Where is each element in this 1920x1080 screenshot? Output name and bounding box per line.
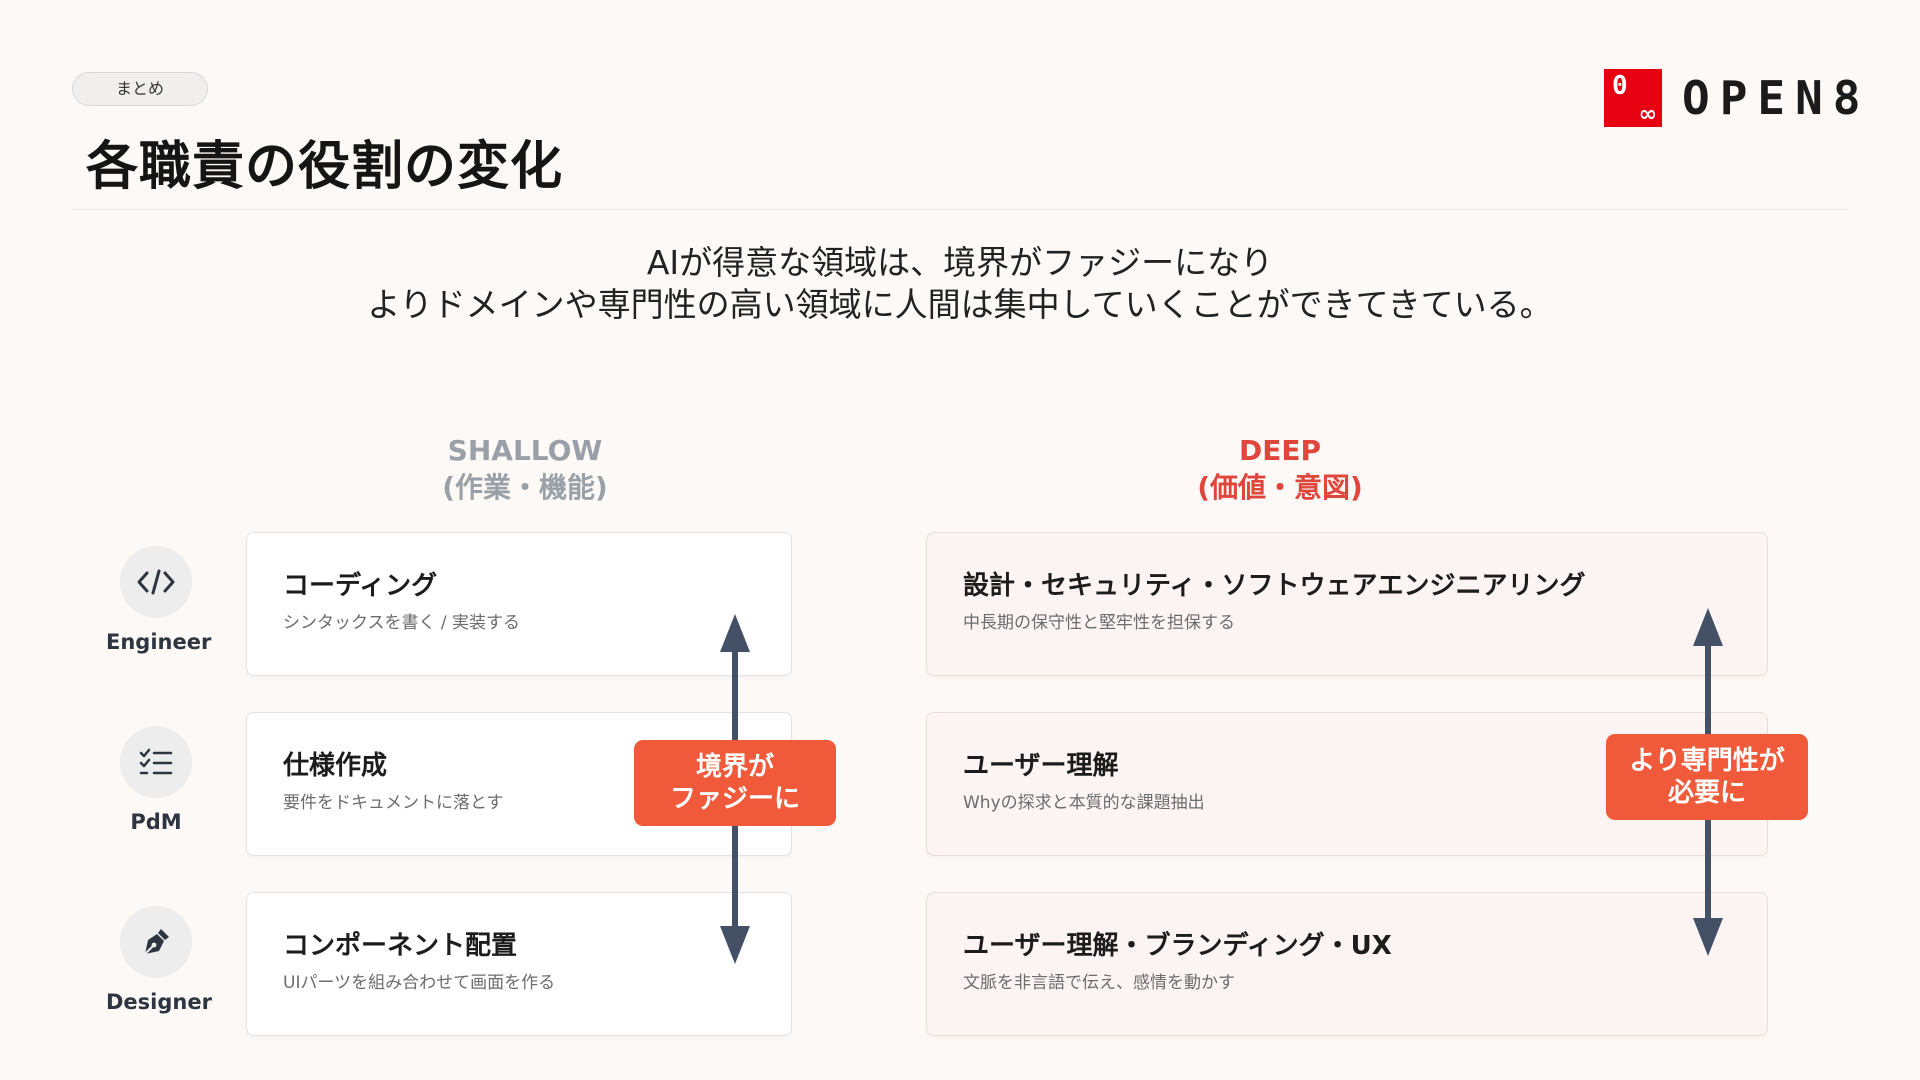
shallow-column-header: SHALLOW (作業・機能) (380, 432, 670, 506)
card-description: Whyの探求と本質的な課題抽出 (963, 793, 1205, 813)
pen-nib-icon (120, 906, 192, 978)
callout-fuzzy: 境界が ファジーに (634, 740, 836, 826)
deep-card-design: 設計・セキュリティ・ソフトウェアエンジニアリング 中長期の保守性と堅牢性を担保す… (926, 532, 1768, 676)
callout-line-2: ファジーに (669, 784, 800, 814)
shallow-subtitle: (作業・機能) (442, 471, 608, 504)
subtitle-line-2: よりドメインや専門性の高い領域に人間は集中していくことができてきている。 (367, 285, 1553, 324)
logo-mark-zero: 0 (1612, 71, 1628, 101)
card-description: UIパーツを組み合わせて画面を作る (283, 973, 556, 993)
shallow-card-spec: 仕様作成 要件をドキュメントに落とす (246, 712, 792, 856)
card-title: コンポーネント配置 (283, 931, 518, 961)
card-title: ユーザー理解・ブランディング・UX (963, 931, 1392, 961)
deep-card-ux: ユーザー理解・ブランディング・UX 文脈を非言語で伝え、感情を動かす (926, 892, 1768, 1036)
card-description: 中長期の保守性と堅牢性を担保する (963, 613, 1235, 633)
shallow-title: SHALLOW (447, 434, 603, 467)
logo-text: OPEN8 (1682, 71, 1871, 125)
deep-column-header: DEEP (価値・意図) (1135, 432, 1425, 506)
section-badge: まとめ (72, 72, 208, 106)
open8-logo: 0 ∞ OPEN8 (1604, 68, 1870, 128)
callout-specialization: より専門性が 必要に (1606, 734, 1808, 820)
header-divider (72, 209, 1848, 210)
card-title: コーディング (283, 571, 438, 601)
checklist-icon (120, 726, 192, 798)
shallow-arrow-down-head (720, 926, 750, 964)
card-description: シンタックスを書く / 実装する (283, 613, 521, 633)
page-title: 各職責の役割の変化 (86, 137, 564, 197)
role-designer: Designer (106, 906, 212, 1014)
shallow-arrow-up-head (720, 614, 750, 652)
callout-line-2: 必要に (1667, 778, 1746, 808)
deep-arrow-up-head (1693, 608, 1723, 646)
shallow-card-coding: コーディング シンタックスを書く / 実装する (246, 532, 792, 676)
callout-line-1: 境界が (695, 752, 774, 782)
role-pdm: PdM (106, 726, 206, 834)
role-label: Designer (106, 990, 212, 1014)
logo-mark-infinity: ∞ (1638, 102, 1657, 127)
card-title: 設計・セキュリティ・ソフトウェアエンジニアリング (963, 571, 1586, 601)
code-icon (120, 546, 192, 618)
subtitle: AIが得意な領域は、境界がファジーになり よりドメインや専門性の高い領域に人間は… (0, 242, 1920, 326)
logo-mark: 0 ∞ (1604, 69, 1662, 127)
deep-arrow-down-head (1693, 918, 1723, 956)
subtitle-line-1: AIが得意な領域は、境界がファジーになり (646, 243, 1274, 282)
role-label: PdM (130, 810, 182, 834)
card-description: 文脈を非言語で伝え、感情を動かす (963, 973, 1235, 993)
card-title: ユーザー理解 (963, 751, 1119, 781)
card-description: 要件をドキュメントに落とす (283, 793, 504, 813)
card-title: 仕様作成 (283, 751, 388, 781)
role-engineer: Engineer (106, 546, 212, 654)
shallow-card-component: コンポーネント配置 UIパーツを組み合わせて画面を作る (246, 892, 792, 1036)
callout-line-1: より専門性が (1629, 746, 1785, 776)
deep-title: DEEP (1238, 434, 1322, 467)
role-label: Engineer (106, 630, 212, 654)
deep-subtitle: (価値・意図) (1197, 471, 1363, 504)
